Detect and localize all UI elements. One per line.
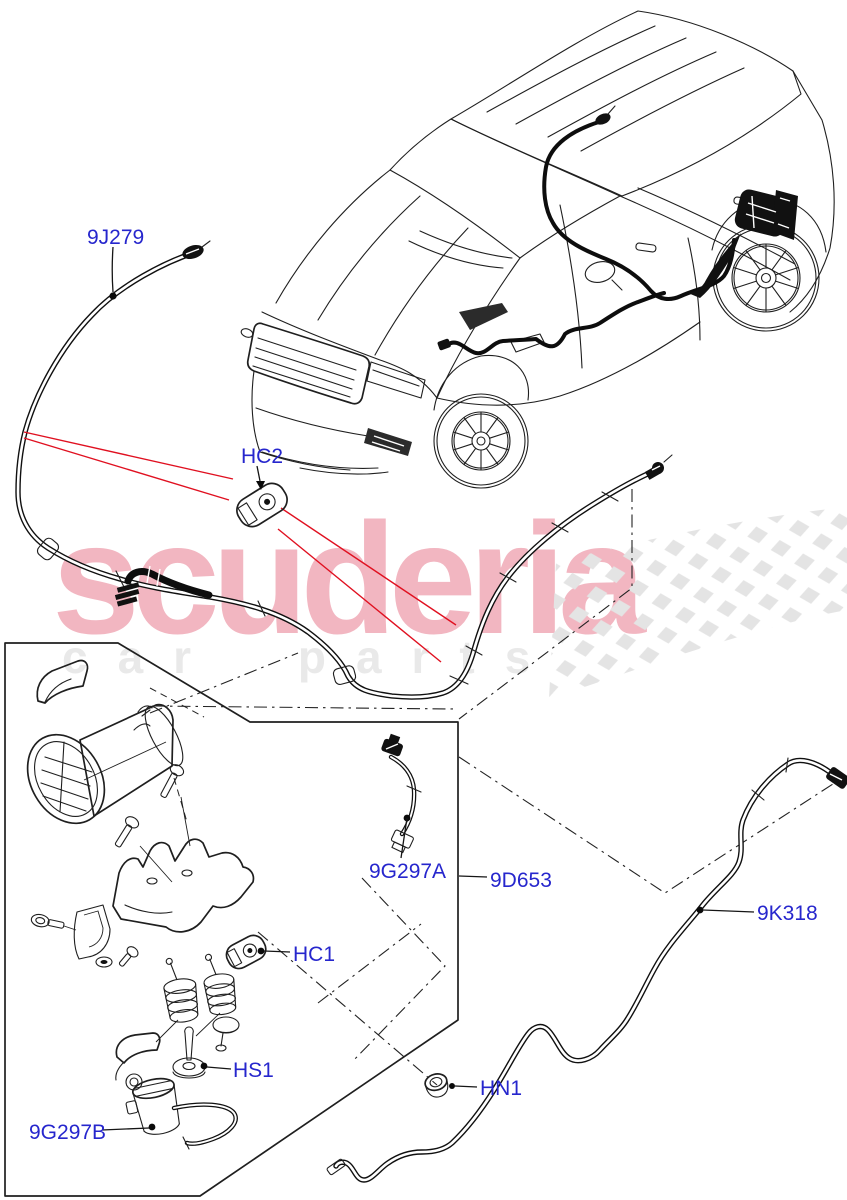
fuel-separator-9g297b xyxy=(125,1077,238,1150)
rear-wheel xyxy=(712,224,820,332)
part-label-9k318[interactable]: 9K318 xyxy=(757,902,818,925)
part-label-9g297a[interactable]: 9G297A xyxy=(369,860,447,883)
hn1-nut xyxy=(424,1073,449,1098)
part-label-hn1[interactable]: HN1 xyxy=(480,1077,523,1100)
assembly-box-outline xyxy=(4,642,459,1197)
part-label-hc2[interactable]: HC2 xyxy=(241,445,284,468)
charcoal-canister-assembly xyxy=(26,659,255,1150)
label-leader-lines xyxy=(101,246,755,1131)
part-label-hs1[interactable]: HS1 xyxy=(233,1059,274,1082)
checkered-flag-watermark xyxy=(549,507,847,699)
rubber-bushings xyxy=(163,953,240,1052)
part-label-9d653[interactable]: 9D653 xyxy=(490,869,552,892)
hc1-clip xyxy=(225,934,267,970)
part-label-hc1[interactable]: HC1 xyxy=(293,943,336,966)
strap-clamp xyxy=(115,1032,161,1091)
vent-hose-9g297a xyxy=(381,733,422,854)
watermark-brand: scuderia xyxy=(52,491,646,667)
part-label-9j279[interactable]: 9J279 xyxy=(87,226,145,249)
hs1-spigot xyxy=(172,1026,206,1079)
fuel-vent-pipe-9k318 xyxy=(326,757,847,1183)
hc2-clip xyxy=(236,482,288,528)
front-wheel xyxy=(433,393,529,489)
dash-dot-reference-lines xyxy=(149,489,837,1086)
fuel-filler-pipe-9j279 xyxy=(15,240,673,700)
filler-harness-highlight xyxy=(437,105,798,356)
part-label-9g297b[interactable]: 9G297B xyxy=(29,1121,107,1144)
red-reference-lines xyxy=(23,431,457,663)
vehicle-illustration xyxy=(240,10,835,489)
